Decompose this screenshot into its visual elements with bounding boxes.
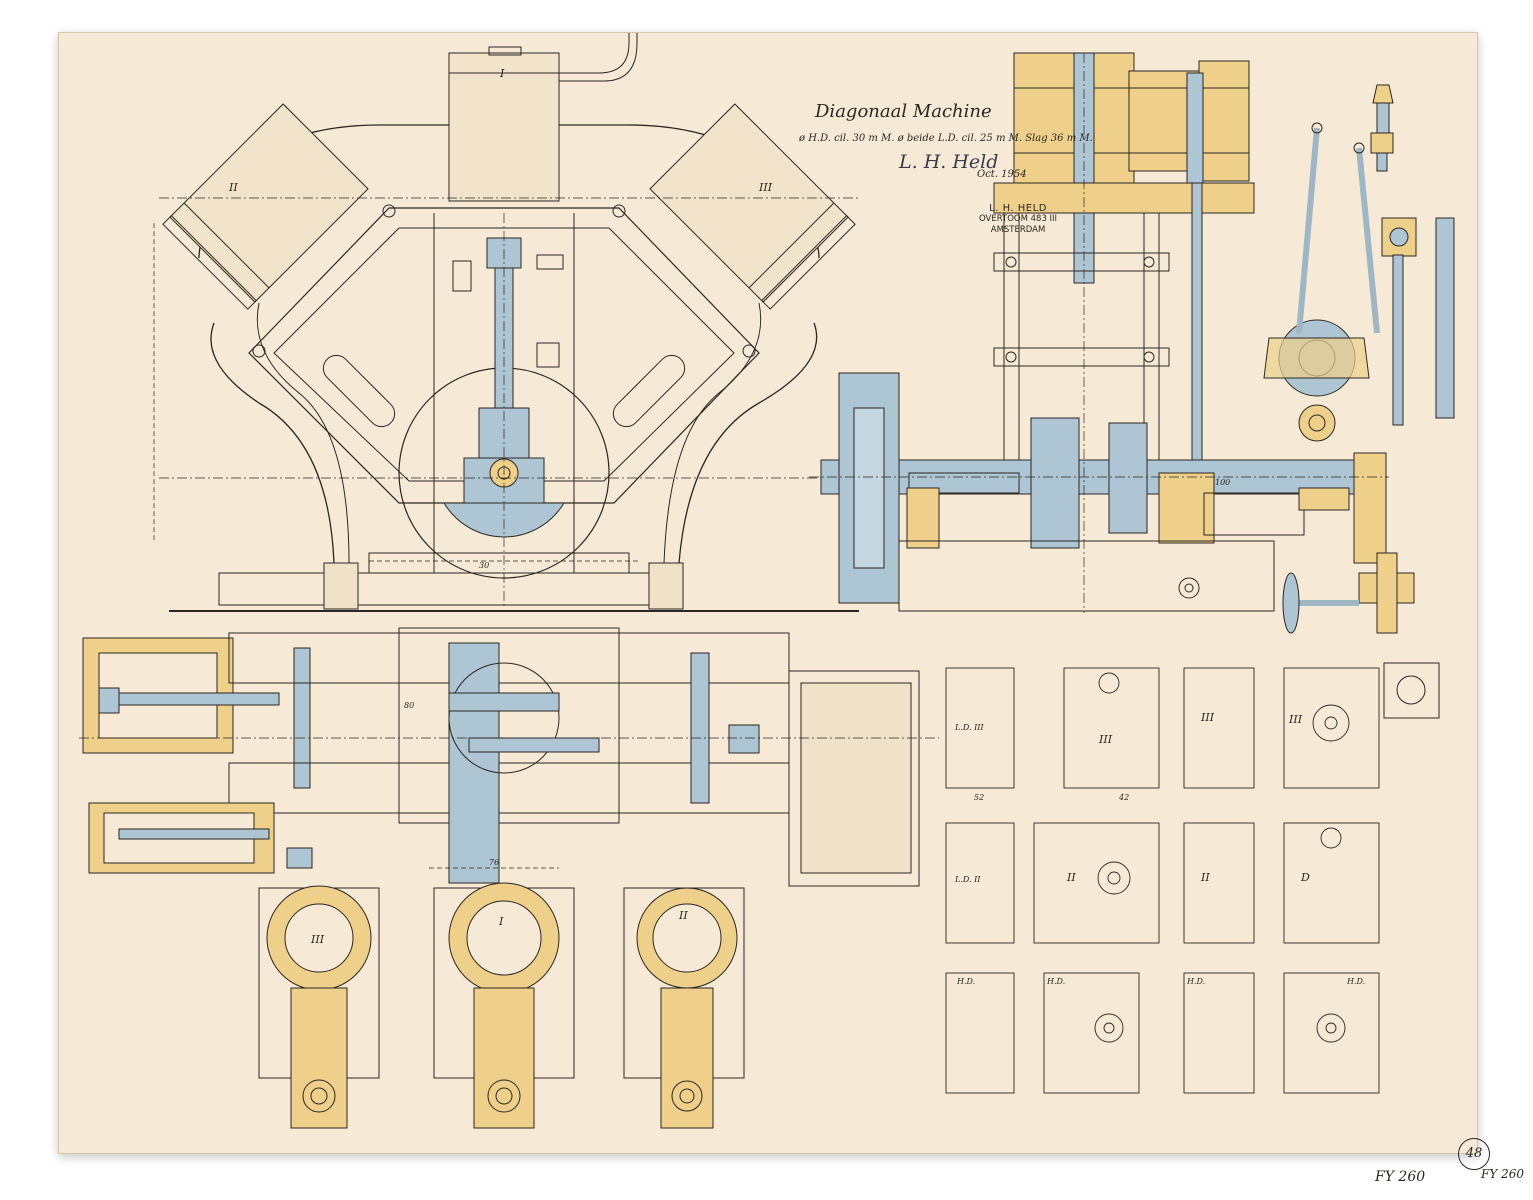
label-d: D bbox=[1301, 871, 1310, 884]
valve-gear-detail bbox=[1263, 84, 1455, 719]
dim-80: 80 bbox=[404, 701, 415, 710]
plan-view bbox=[79, 627, 939, 887]
signature: L. H. Held bbox=[899, 151, 999, 173]
maker-stamp: L. H. HELD OVERTOOM 483 III AMSTERDAM bbox=[979, 203, 1057, 236]
front-view bbox=[153, 33, 859, 612]
drawing-sheet: Diagonaal Machine ø H.D. cil. 30 m M. ø … bbox=[58, 32, 1524, 1185]
cylinder-label-left: II bbox=[229, 181, 238, 194]
label-ld-ii: L.D. II bbox=[955, 875, 981, 884]
signature-date: Oct. 1954 bbox=[977, 169, 1027, 180]
dim-42: 42 bbox=[1119, 793, 1130, 802]
catalog-ref-1: FY 260 bbox=[1375, 1169, 1426, 1185]
cylinder-label-top: I bbox=[500, 67, 505, 80]
technical-drawing bbox=[79, 33, 1455, 1129]
dim-30: 30 bbox=[479, 561, 490, 570]
dim-52: 52 bbox=[974, 793, 985, 802]
stamp-line-1: L. H. HELD bbox=[989, 203, 1047, 214]
dim-76: 76 bbox=[489, 858, 500, 867]
section-label-iii: III bbox=[311, 933, 325, 946]
label-ii-a: II bbox=[1067, 871, 1076, 884]
section-label-i: I bbox=[499, 915, 504, 928]
drawing-title: Diagonaal Machine bbox=[815, 101, 992, 122]
label-hd-1: H.D. bbox=[957, 977, 976, 986]
label-iii-a: III bbox=[1099, 733, 1113, 746]
label-hd-4: H.D. bbox=[1347, 977, 1366, 986]
stamp-line-3: AMSTERDAM bbox=[990, 225, 1046, 235]
label-ii-b: II bbox=[1201, 871, 1210, 884]
drawing-subtitle: ø H.D. cil. 30 m M. ø beide L.D. cil. 25… bbox=[799, 133, 1093, 144]
section-label-ii: II bbox=[679, 909, 688, 922]
label-ld-iii: L.D. III bbox=[955, 723, 984, 732]
label-hd-2: H.D. bbox=[1047, 977, 1066, 986]
stamp-line-2: OVERTOOM 483 III bbox=[979, 214, 1058, 224]
component-grid bbox=[945, 667, 1380, 1094]
cylinder-label-right: III bbox=[759, 181, 773, 194]
catalog-ref-2: FY 260 bbox=[1481, 1167, 1524, 1181]
side-view bbox=[809, 52, 1389, 613]
dim-100: 100 bbox=[1215, 478, 1231, 487]
circled-number: 48 bbox=[1458, 1138, 1490, 1170]
label-hd-3: H.D. bbox=[1187, 977, 1206, 986]
label-iii-b: III bbox=[1201, 711, 1215, 724]
cylinder-sections bbox=[258, 882, 745, 1129]
label-iii-c: III bbox=[1289, 713, 1303, 726]
